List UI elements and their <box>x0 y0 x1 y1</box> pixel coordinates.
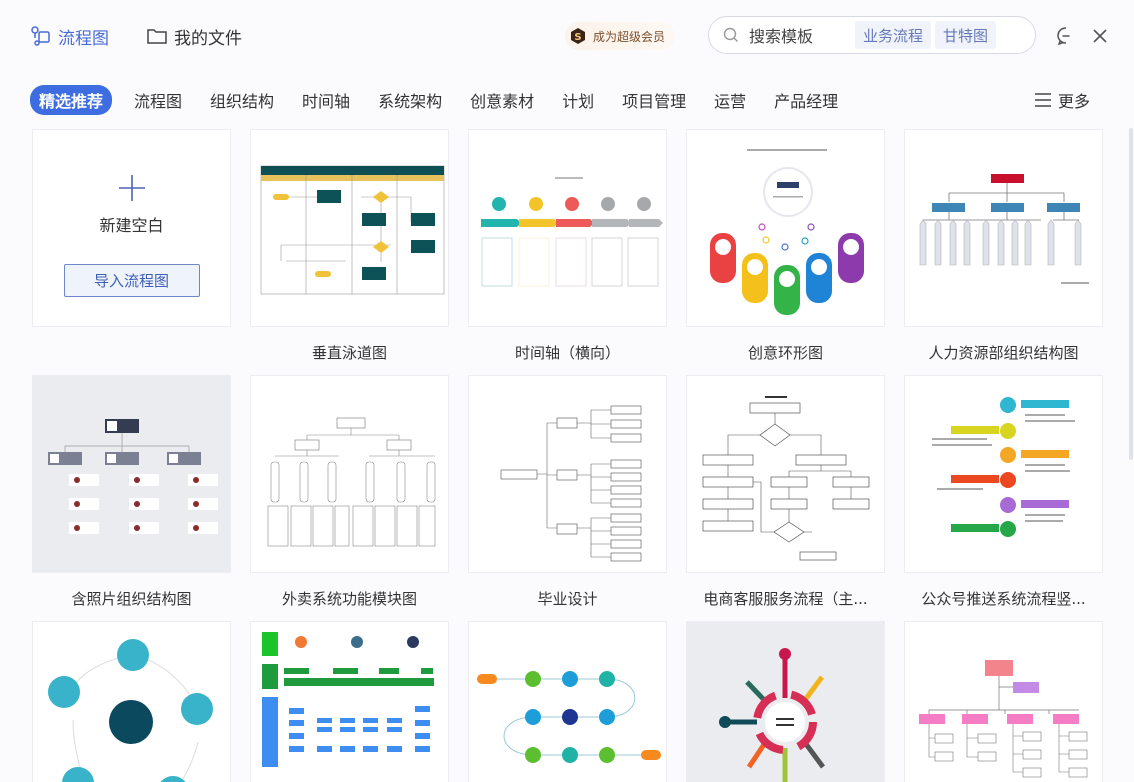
flowchart-diagram-icon <box>702 396 870 561</box>
template-thumbnail-org-hr[interactable] <box>904 129 1103 327</box>
template-card[interactable]: 时间轴（横向） <box>468 129 667 362</box>
template-thumbnail-flowchart[interactable] <box>686 375 885 573</box>
more-label: 更多 <box>1058 92 1091 111</box>
template-title: 创意环形图 <box>747 344 823 362</box>
template-card[interactable]: 公众号推送系统流程竖... <box>904 375 1103 608</box>
vertical-scrollbar[interactable] <box>1129 128 1133 460</box>
top-bar: 流程图 我的文件 S 成为超级会员 搜索模板 业务流程 甘特图 <box>0 0 1134 72</box>
svg-text:S: S <box>574 32 581 43</box>
template-thumbnail-vertical-steps[interactable] <box>904 375 1103 573</box>
template-thumbnail-bubble[interactable] <box>32 621 231 782</box>
template-title: 垂直泳道图 <box>311 344 387 362</box>
template-card[interactable]: 毕业设计 <box>468 375 667 608</box>
template-thumbnail-swimlane[interactable] <box>250 129 449 327</box>
ring-diagram-icon <box>710 149 864 315</box>
template-title: 电商客服服务流程（主... <box>703 590 868 608</box>
template-title: 公众号推送系统流程竖... <box>921 590 1086 608</box>
template-thumbnail-timeline[interactable] <box>468 129 667 327</box>
template-thumbnail-org-photo[interactable] <box>32 375 231 573</box>
import-flowchart-button[interactable]: 导入流程图 <box>63 264 200 297</box>
template-thumbnail-snake-flow[interactable] <box>468 621 667 782</box>
search-tag-gantt[interactable]: 甘特图 <box>935 21 997 49</box>
folder-icon <box>147 29 167 44</box>
template-thumbnail-org-pink[interactable] <box>904 621 1103 782</box>
new-blank-label: 新建空白 <box>99 216 164 235</box>
template-thumbnail-ring[interactable] <box>686 129 885 327</box>
template-card[interactable]: 外卖系统功能模块图 <box>250 375 449 608</box>
template-card[interactable] <box>686 621 885 782</box>
template-thumbnail-radial[interactable] <box>686 621 885 782</box>
close-icon <box>1093 29 1107 43</box>
chat-bubble-icon <box>1057 27 1070 46</box>
tab-project-management[interactable]: 项目管理 <box>622 92 687 111</box>
template-title: 含照片组织结构图 <box>71 590 192 608</box>
nav-my-files[interactable]: 我的文件 <box>146 22 242 50</box>
tab-featured[interactable]: 精选推荐 <box>30 85 113 115</box>
tree-diagram-icon <box>500 405 642 562</box>
bubble-diagram-icon <box>48 639 213 782</box>
template-thumbnail-module[interactable] <box>250 375 449 573</box>
template-thumbnail-mindmap-tree[interactable] <box>468 375 667 573</box>
org-chart-icon <box>919 174 1089 284</box>
tab-flowchart[interactable]: 流程图 <box>134 92 183 111</box>
template-card[interactable]: 垂直泳道图 <box>250 129 449 362</box>
architecture-diagram-icon <box>262 632 434 767</box>
search-placeholder: 搜索模板 <box>749 27 814 46</box>
timeline-diagram-icon <box>481 177 663 287</box>
template-thumbnail-architecture[interactable] <box>250 621 449 782</box>
tab-product-manager[interactable]: 产品经理 <box>774 92 839 111</box>
template-title: 毕业设计 <box>537 590 598 608</box>
module-diagram-icon <box>267 417 436 547</box>
template-card[interactable] <box>250 621 449 782</box>
vertical-steps-icon <box>932 397 1075 537</box>
new-blank-card: 新建空白 导入流程图 <box>32 129 231 327</box>
tab-timeline[interactable]: 时间轴 <box>302 92 351 111</box>
template-title: 外卖系统功能模块图 <box>281 590 417 608</box>
search-icon <box>723 27 738 42</box>
search-tag-business-flow[interactable]: 业务流程 <box>855 21 932 49</box>
new-blank-button[interactable]: 新建空白 导入流程图 <box>32 129 231 327</box>
nav-my-files-label: 我的文件 <box>174 28 242 49</box>
nav-flowchart[interactable]: 流程图 <box>30 22 109 50</box>
super-vip-icon: S <box>571 28 585 44</box>
tab-creative-assets[interactable]: 创意素材 <box>470 92 535 111</box>
pink-org-chart-icon <box>919 660 1088 778</box>
template-card[interactable] <box>904 621 1103 782</box>
template-card[interactable]: 人力资源部组织结构图 <box>904 129 1103 362</box>
menu-icon <box>1035 93 1051 107</box>
more-categories-button[interactable]: 更多 <box>1034 88 1090 112</box>
template-title: 时间轴（横向） <box>514 344 620 362</box>
swimlane-diagram-icon <box>260 165 445 295</box>
tab-operations[interactable]: 运营 <box>714 92 747 111</box>
snake-flow-icon <box>477 671 661 763</box>
tab-plan[interactable]: 计划 <box>562 92 595 111</box>
search-input[interactable]: 搜索模板 业务流程 甘特图 <box>708 16 1036 54</box>
plus-icon <box>118 175 145 201</box>
template-card[interactable] <box>468 621 667 782</box>
template-card[interactable]: 创意环形图 <box>686 129 885 362</box>
tab-system-architecture[interactable]: 系统架构 <box>378 92 443 111</box>
category-tabs: 精选推荐 流程图 组织结构 时间轴 系统架构 创意素材 计划 项目管理 运营 产… <box>30 84 866 116</box>
close-button[interactable] <box>1088 24 1112 48</box>
radial-diagram-icon <box>719 648 826 782</box>
template-card[interactable] <box>32 621 231 782</box>
flowchart-icon <box>31 26 50 46</box>
photo-org-chart-icon <box>48 419 218 534</box>
vip-badge-label: 成为超级会员 <box>593 29 666 44</box>
vip-badge[interactable]: S 成为超级会员 <box>565 22 676 50</box>
template-card[interactable]: 电商客服服务流程（主... <box>686 375 885 608</box>
nav-flowchart-label: 流程图 <box>58 28 109 49</box>
template-card[interactable]: 含照片组织结构图 <box>32 375 231 608</box>
tab-org-structure[interactable]: 组织结构 <box>210 92 275 111</box>
template-title: 人力资源部组织结构图 <box>928 344 1079 362</box>
feedback-button[interactable] <box>1054 24 1078 48</box>
